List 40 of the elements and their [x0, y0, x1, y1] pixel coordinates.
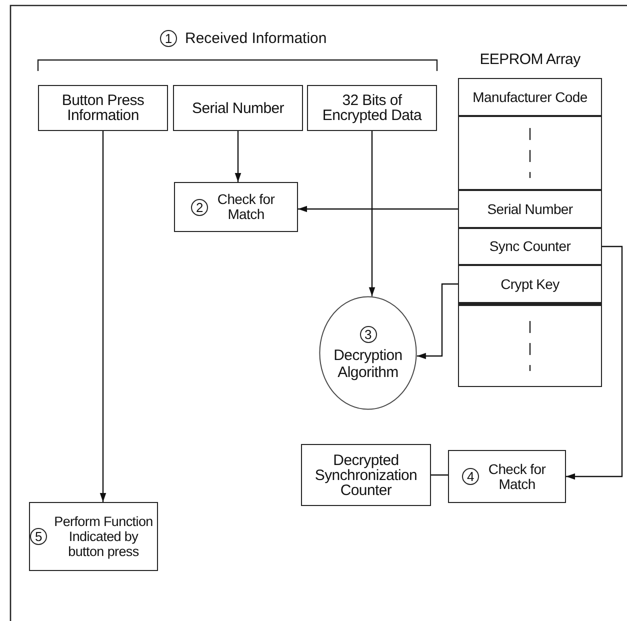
arrow [368, 131, 376, 296]
box-label: Perform Function Indicated by button press [53, 514, 154, 559]
box-label: Check for Match [487, 462, 547, 492]
box-label: Sync Counter [489, 239, 571, 254]
section-heading: Received Information [185, 30, 327, 47]
process-circle [319, 296, 417, 410]
array-heading: EEPROM Array [480, 52, 580, 67]
box-label: Decrypted Synchronization Counter [314, 452, 418, 498]
memory-cell [458, 78, 602, 116]
box-label: Button Press Information [60, 93, 146, 123]
arrow [298, 206, 458, 212]
process-box [174, 182, 298, 232]
memory-cell [458, 228, 602, 265]
process-box [29, 502, 158, 571]
connector-line [431, 474, 448, 476]
box-label: 32 Bits of Encrypted Data [321, 93, 423, 123]
memory-cell [458, 265, 602, 303]
arrow [416, 283, 458, 360]
arrow [566, 246, 623, 480]
box-label: Serial Number [487, 202, 573, 216]
box-label: Manufacturer Code [472, 90, 588, 104]
step-number: 4 [462, 468, 479, 485]
process-label: Decryption Algorithm [332, 346, 404, 380]
memory-cell [458, 116, 602, 190]
process-box [448, 450, 566, 503]
step-number: 1 [160, 30, 177, 47]
info-box [173, 85, 303, 131]
step-number: 5 [30, 528, 47, 545]
info-box [307, 85, 437, 131]
box-label: Serial Number [192, 100, 284, 116]
box-label: Check for Match [216, 192, 276, 222]
info-box [38, 85, 168, 131]
memory-cell [458, 190, 602, 228]
step-number: 3 [360, 326, 376, 342]
memory-cell [458, 303, 602, 387]
arrow [100, 131, 106, 502]
arrow [234, 131, 242, 182]
process-box [301, 444, 431, 506]
box-label: Crypt Key [500, 276, 560, 292]
step-number: 2 [191, 198, 208, 216]
